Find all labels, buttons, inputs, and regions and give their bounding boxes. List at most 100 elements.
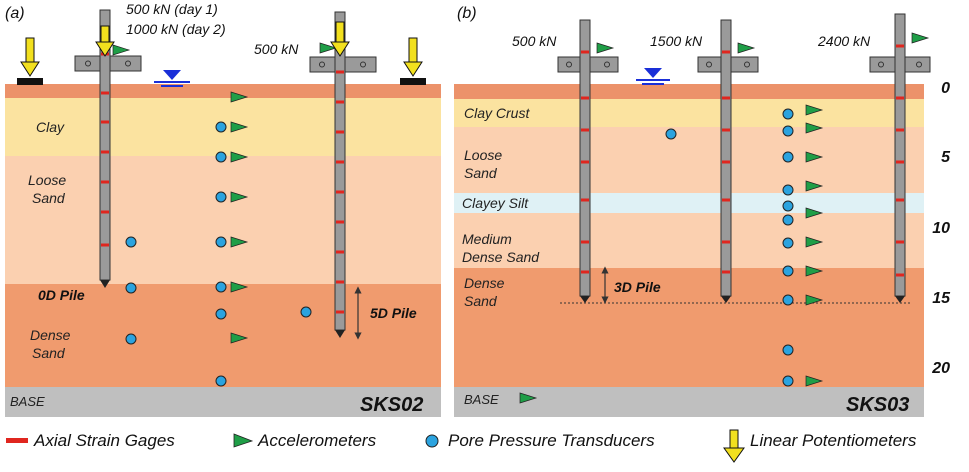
panel-label-b: (b) bbox=[457, 5, 477, 22]
strain-gage bbox=[896, 160, 904, 164]
accelerometer-icon bbox=[230, 121, 249, 133]
accelerometer-icon bbox=[805, 122, 824, 134]
accelerometer-icon bbox=[805, 265, 824, 277]
load-label-b-3: 2400 kN bbox=[817, 33, 871, 49]
loose-sand-b-label-2: Sand bbox=[464, 165, 498, 181]
pore-pressure-transducer-icon bbox=[782, 108, 794, 120]
linear-potentiometer-icon bbox=[335, 21, 345, 45]
water-table-a bbox=[154, 70, 190, 87]
accelerometer-icon bbox=[911, 32, 930, 44]
clay-label: Clay bbox=[36, 119, 65, 135]
accelerometer-icon bbox=[805, 180, 824, 192]
base-label-a: BASE bbox=[10, 394, 45, 409]
water-table-b bbox=[636, 68, 670, 85]
panel-label-a: (a) bbox=[5, 5, 25, 22]
legend-pot-label: Linear Potentiometers bbox=[750, 431, 917, 450]
legend-ppt-icon bbox=[425, 434, 439, 448]
pore-pressure-transducer-icon bbox=[782, 237, 794, 249]
linear-potentiometer-icon bbox=[100, 25, 110, 45]
pore-pressure-transducer-icon bbox=[782, 265, 794, 277]
test-label-b: SKS03 bbox=[846, 394, 909, 416]
pore-pressure-transducer-icon bbox=[125, 333, 137, 345]
dense-sand-label-2: Sand bbox=[32, 345, 66, 361]
strain-gages-b bbox=[581, 44, 904, 277]
pile-b-2 bbox=[697, 19, 759, 303]
strain-gage bbox=[101, 150, 109, 154]
strain-gage bbox=[896, 44, 904, 48]
pore-pressure-transducer-icon bbox=[782, 184, 794, 196]
panel-a: Clay Loose Sand Dense Sand BASE SKS02 (a… bbox=[5, 1, 441, 417]
pore-pressure-transducer-icon bbox=[215, 191, 227, 203]
strain-gage bbox=[896, 198, 904, 202]
depth-tick-label: 20 bbox=[931, 360, 950, 377]
strain-gage bbox=[581, 270, 589, 274]
support-pad-left-a bbox=[17, 78, 43, 85]
strain-gage bbox=[722, 50, 730, 54]
accelerometer-icon bbox=[596, 42, 615, 54]
loose-sand-label-2: Sand bbox=[32, 190, 66, 206]
legend-ppt-label: Pore Pressure Transducers bbox=[448, 431, 655, 450]
pile-b-3 bbox=[869, 13, 931, 303]
accelerometers-a bbox=[112, 42, 338, 344]
pore-pressure-transducer-icon bbox=[782, 294, 794, 306]
linear-potentiometers-a bbox=[20, 21, 423, 77]
pore-pressure-transducers-b bbox=[665, 108, 794, 387]
strain-gage bbox=[101, 210, 109, 214]
medium-dense-label-1: Medium bbox=[462, 231, 512, 247]
pore-pressure-transducer-icon bbox=[300, 306, 312, 318]
pore-pressure-transducer-icon bbox=[215, 308, 227, 320]
linear-potentiometer-icon bbox=[25, 37, 35, 65]
base-label-b: BASE bbox=[464, 392, 499, 407]
linear-potentiometer-arrowhead bbox=[330, 41, 350, 57]
dense-sand-layer bbox=[5, 284, 441, 387]
loose-sand-layer-b bbox=[454, 127, 924, 193]
load-label-a-3: 500 kN bbox=[254, 41, 299, 57]
clay-crust-label: Clay Crust bbox=[464, 105, 530, 121]
pore-pressure-transducer-icon bbox=[782, 125, 794, 137]
strain-gage bbox=[101, 91, 109, 95]
legend-pot-icon bbox=[723, 429, 745, 463]
strain-gage bbox=[336, 100, 344, 104]
pore-pressure-transducers-a bbox=[125, 121, 312, 387]
dense-sand-b-label-1: Dense bbox=[464, 275, 505, 291]
accelerometer-icon bbox=[230, 91, 249, 103]
surface-layer bbox=[5, 84, 441, 98]
pore-pressure-transducer-icon bbox=[125, 236, 137, 248]
pile-5d bbox=[309, 11, 377, 338]
pore-pressure-transducer-icon bbox=[215, 151, 227, 163]
dense-sand-layer-b bbox=[454, 268, 924, 387]
pore-pressure-transducer-icon bbox=[215, 236, 227, 248]
strain-gage bbox=[336, 130, 344, 134]
strain-gage bbox=[581, 198, 589, 202]
strain-gage bbox=[896, 240, 904, 244]
strain-gage bbox=[896, 96, 904, 100]
pore-pressure-transducer-icon bbox=[782, 375, 794, 387]
strain-gage bbox=[336, 190, 344, 194]
pore-pressure-transducer-icon bbox=[215, 121, 227, 133]
accelerometers-b bbox=[519, 32, 930, 404]
accelerometer-icon bbox=[805, 375, 824, 387]
pore-pressure-transducer-icon bbox=[782, 151, 794, 163]
strain-gage bbox=[896, 128, 904, 132]
strain-gage bbox=[101, 180, 109, 184]
strain-gage bbox=[336, 310, 344, 314]
pore-pressure-transducer-icon bbox=[665, 128, 677, 140]
strain-gage bbox=[581, 160, 589, 164]
accelerometer-icon bbox=[319, 42, 338, 54]
load-label-a-1: 500 kN (day 1) bbox=[126, 1, 218, 17]
strain-gage bbox=[581, 50, 589, 54]
medium-dense-sand-layer bbox=[454, 213, 924, 268]
pore-pressure-transducer-icon bbox=[782, 344, 794, 356]
pile-b-1 bbox=[557, 19, 619, 303]
dense-sand-b-label-2: Sand bbox=[464, 293, 498, 309]
legend: Axial Strain Gages Accelerometers Pore P… bbox=[6, 429, 917, 463]
strain-gage bbox=[101, 243, 109, 247]
accelerometer-icon bbox=[805, 104, 824, 116]
accelerometer-icon bbox=[230, 332, 249, 344]
accelerometer-icon bbox=[230, 151, 249, 163]
strain-gage bbox=[722, 198, 730, 202]
medium-dense-label-2: Dense Sand bbox=[462, 249, 540, 265]
